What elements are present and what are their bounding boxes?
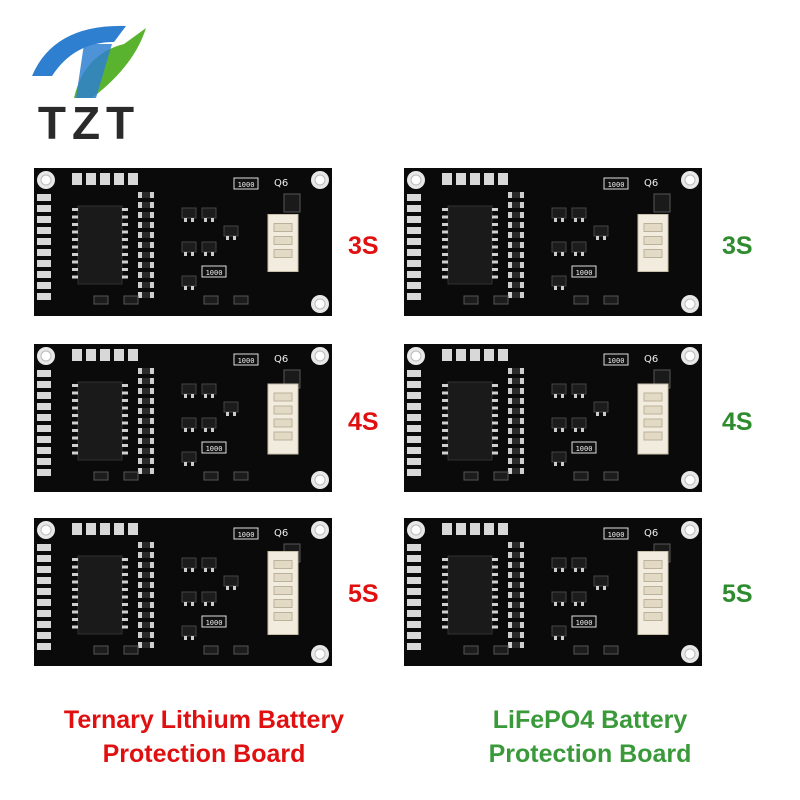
board-right-5s: 1000 1000 Q6 bbox=[404, 518, 704, 668]
svg-text:1000: 1000 bbox=[238, 357, 255, 365]
svg-text:1000: 1000 bbox=[608, 181, 625, 189]
svg-text:Q6: Q6 bbox=[274, 178, 288, 189]
svg-text:1000: 1000 bbox=[576, 619, 593, 627]
caption-left: Ternary Lithium Battery Protection Board bbox=[14, 703, 394, 771]
svg-text:Q6: Q6 bbox=[274, 528, 288, 539]
label-right-3s: 3S bbox=[722, 232, 753, 260]
logo-text: TZT bbox=[37, 97, 141, 149]
svg-text:1000: 1000 bbox=[238, 531, 255, 539]
svg-text:Q6: Q6 bbox=[644, 354, 658, 365]
svg-text:1000: 1000 bbox=[206, 445, 223, 453]
caption-right-line1: LiFePO4 Battery bbox=[492, 706, 688, 734]
svg-text:1000: 1000 bbox=[576, 269, 593, 277]
label-right-4s: 4S bbox=[722, 408, 753, 436]
svg-text:1000: 1000 bbox=[576, 445, 593, 453]
board-right-3s: 1000 1000 Q6 bbox=[404, 168, 704, 318]
label-left-3s: 3S bbox=[348, 232, 379, 260]
svg-text:1000: 1000 bbox=[238, 181, 255, 189]
label-right-5s: 5S bbox=[722, 580, 753, 608]
svg-text:Q6: Q6 bbox=[644, 178, 658, 189]
svg-text:1000: 1000 bbox=[206, 619, 223, 627]
caption-left-line1: Ternary Lithium Battery bbox=[63, 706, 345, 734]
svg-text:Q6: Q6 bbox=[644, 528, 658, 539]
svg-text:1000: 1000 bbox=[206, 269, 223, 277]
label-left-5s: 5S bbox=[348, 580, 379, 608]
board-left-3s: 1000 1000 Q6 bbox=[34, 168, 334, 318]
svg-text:1000: 1000 bbox=[608, 531, 625, 539]
svg-text:Q6: Q6 bbox=[274, 354, 288, 365]
label-left-4s: 4S bbox=[348, 408, 379, 436]
caption-right: LiFePO4 Battery Protection Board bbox=[400, 703, 780, 771]
svg-text:1000: 1000 bbox=[608, 357, 625, 365]
board-right-4s: 1000 1000 Q6 bbox=[404, 344, 704, 494]
caption-left-line2: Protection Board bbox=[102, 740, 306, 768]
tzt-logo bbox=[32, 25, 146, 98]
caption-right-line2: Protection Board bbox=[488, 740, 692, 768]
board-left-4s: 1000 1000 Q6 bbox=[34, 344, 334, 494]
board-left-5s: 1000 1000 Q6 bbox=[34, 518, 334, 668]
